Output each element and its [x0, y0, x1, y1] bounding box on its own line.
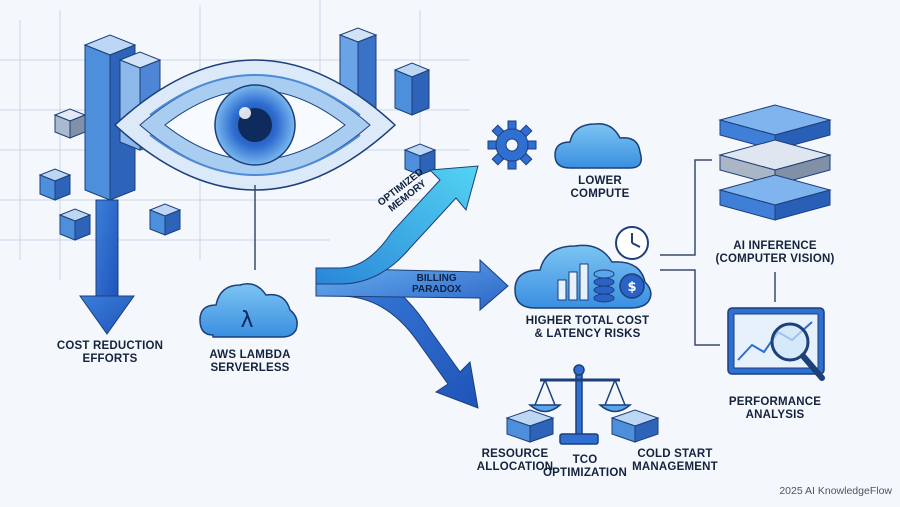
bar-chart-icon: [557, 263, 589, 301]
gear-icon: [487, 120, 537, 170]
block-right-2: [393, 62, 431, 116]
eye-illustration: [113, 59, 397, 270]
resource-cube: [505, 409, 555, 443]
higher-cost-label: HIGHER TOTAL COST& LATENCY RISKS: [525, 315, 650, 340]
magnifier-icon: [770, 322, 825, 381]
block-right-4: [403, 143, 437, 176]
aws-lambda-cloud-icon: [199, 283, 298, 338]
footer-credit: 2025 AI KnowledgeFlow: [779, 485, 892, 497]
branch-arrows: [315, 165, 509, 409]
balance-scale-icon: [527, 364, 633, 445]
cold-start-cube: [610, 409, 660, 443]
dollar-symbol: $: [627, 280, 636, 295]
ai-inference-label: AI INFERENCE(COMPUTER VISION): [715, 240, 835, 265]
server-stack-icon: [718, 104, 832, 221]
block-small-1: [38, 168, 72, 201]
connector-lines: [660, 159, 776, 346]
lambda-symbol: λ: [240, 308, 253, 333]
dollar-coin-icon: [619, 273, 645, 299]
clock-icon: [615, 226, 649, 260]
billing-paradox-label: BILLING PARADOX: [412, 273, 462, 295]
coins-icon: [593, 269, 615, 303]
block-small-3: [148, 203, 182, 236]
block-small-2: [58, 208, 92, 241]
block-small-4: [53, 108, 87, 139]
lower-compute-cloud-icon: [554, 123, 642, 169]
cost-reduction-arrow: [79, 199, 135, 335]
